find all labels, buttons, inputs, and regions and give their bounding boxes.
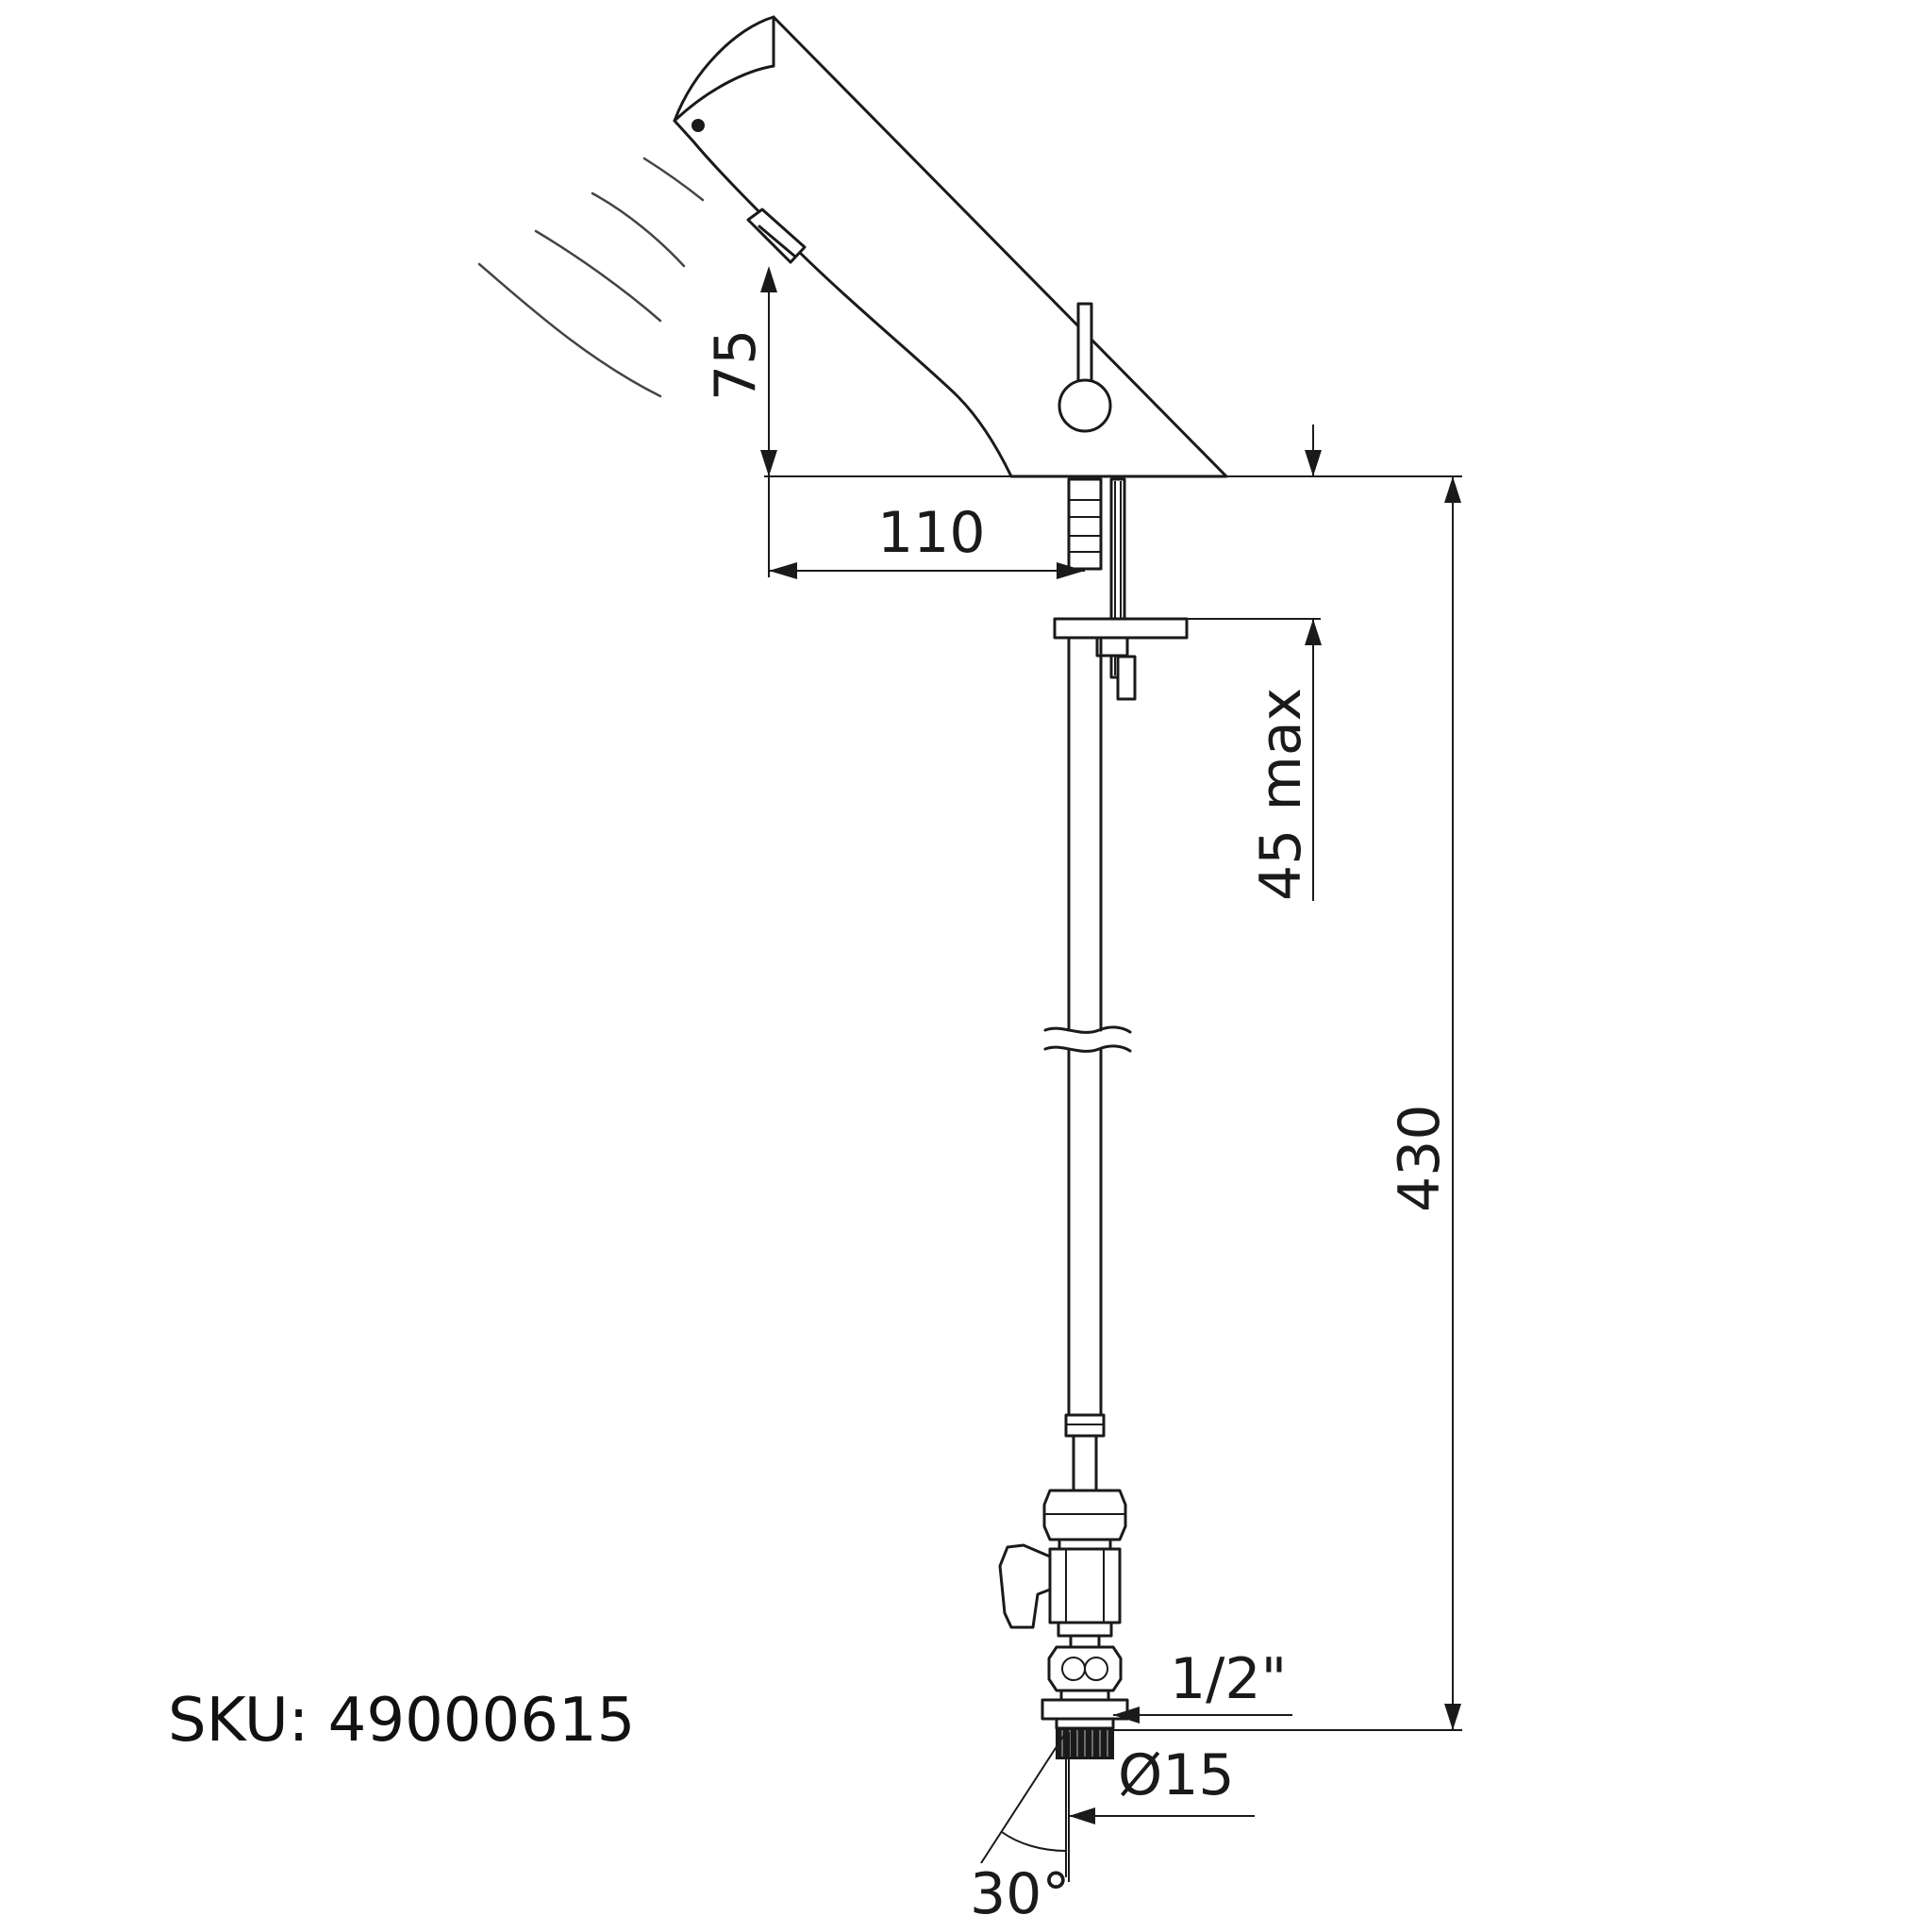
- faucet-body: [673, 15, 1228, 478]
- dim-overall-length: 430: [1387, 1104, 1453, 1212]
- sku-label: SKU: 49000615: [168, 1686, 635, 1756]
- mounting-shank: [1053, 477, 1189, 701]
- isolation-valve: [998, 1413, 1129, 1759]
- dim-spout-reach: 110: [877, 500, 986, 566]
- flexible-hose: [1043, 636, 1132, 1422]
- sensor-window: [746, 208, 807, 264]
- dim-thread-size: 1/2": [1170, 1646, 1287, 1712]
- dim-deck-thickness: 45 max: [1248, 688, 1314, 901]
- dim-pipe-diameter: Ø15: [1118, 1742, 1235, 1808]
- dim-sensor-height: 75: [703, 329, 769, 401]
- lever-handle: [1058, 302, 1112, 433]
- sensor-dot: [691, 119, 705, 132]
- sensor-waves-icon: [477, 157, 705, 398]
- dim-cone-angle: 30°: [970, 1861, 1070, 1927]
- dimension-lines: [760, 266, 1462, 1882]
